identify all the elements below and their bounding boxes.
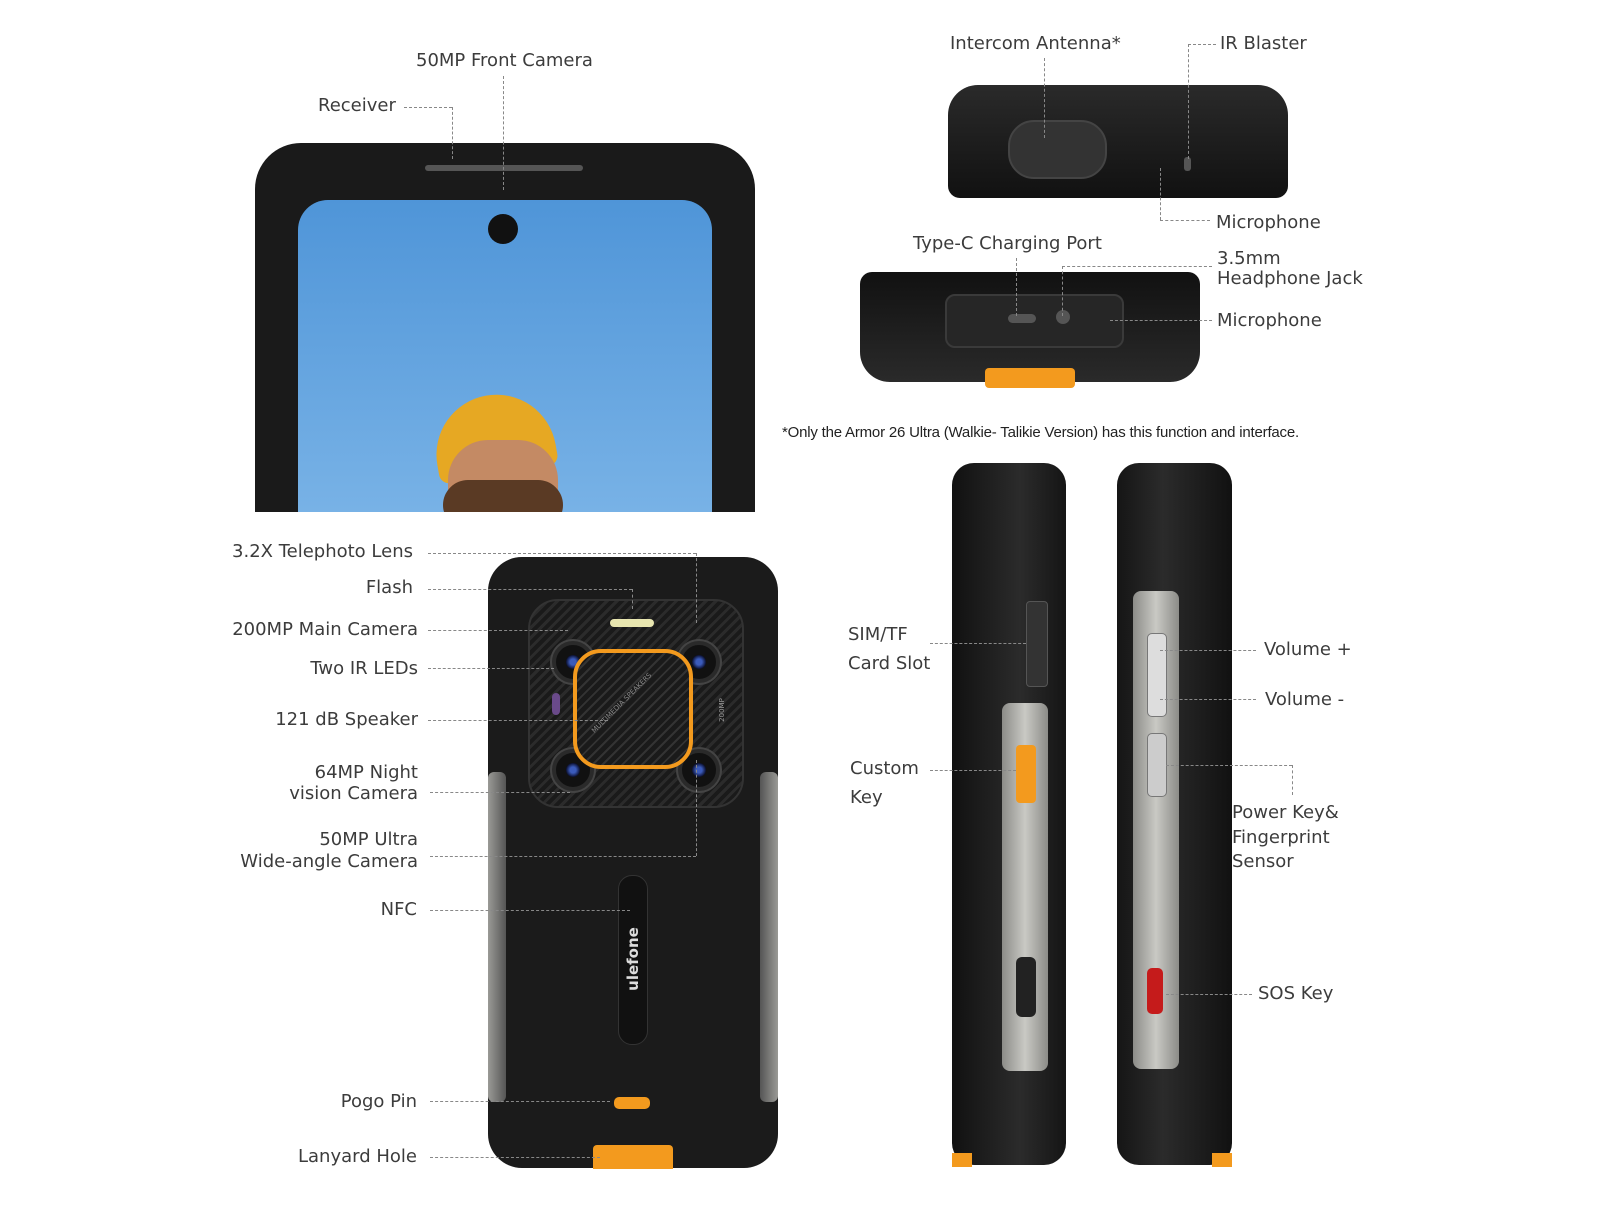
label-custom-2: Key (850, 787, 883, 808)
camera-badge: 200MP (717, 698, 726, 722)
sim-tray (1026, 601, 1048, 687)
label-type-c: Type-C Charging Port (913, 233, 1102, 254)
label-speaker: 121 dB Speaker (275, 709, 418, 730)
headphone-jack (1056, 310, 1070, 324)
label-ultra-wide-2: Wide-angle Camera (240, 851, 418, 872)
label-lanyard-hole: Lanyard Hole (297, 1146, 417, 1167)
lanyard-left (952, 1153, 972, 1167)
label-sim-2: Card Slot (848, 653, 931, 674)
label-ir-leds: Two IR LEDs (310, 658, 418, 679)
lanyard-hole (593, 1145, 673, 1169)
ir-leds (552, 693, 560, 715)
label-headphone-1: 3.5mm (1217, 248, 1281, 269)
flash (610, 619, 654, 627)
label-power-1: Power Key& (1232, 802, 1339, 823)
power-key (1147, 733, 1167, 797)
label-nfc: NFC (380, 899, 417, 920)
label-custom-1: Custom (850, 758, 919, 779)
sos-key (1147, 968, 1163, 1014)
label-intercom-antenna: Intercom Antenna* (950, 33, 1121, 54)
label-main-camera: 200MP Main Camera (232, 619, 418, 640)
custom-key (1016, 745, 1036, 803)
label-volume-down: Volume - (1265, 689, 1345, 710)
label-sim-1: SIM/TF (848, 624, 908, 645)
phone-side-left (952, 463, 1066, 1167)
label-volume-up: Volume + (1264, 639, 1352, 660)
side-bumper-left (488, 772, 506, 1102)
label-bottom-microphone: Microphone (1217, 310, 1322, 331)
side-pogo-pins (1016, 957, 1036, 1017)
label-receiver: Receiver (318, 95, 396, 116)
receiver-grille (425, 165, 583, 171)
label-night-camera-1: 64MP Night (314, 762, 418, 783)
label-power-2: Fingerprint (1232, 827, 1330, 848)
label-pogo-pin: Pogo Pin (340, 1091, 417, 1112)
side-bumper-right (760, 772, 778, 1102)
phone-back: MULTIMEDIA SPEAKERS 200MP ulefone (488, 557, 778, 1169)
phone-side-right (1117, 463, 1232, 1167)
label-power-3: Sensor (1232, 851, 1294, 872)
front-camera (488, 214, 518, 244)
intercom-antenna (1008, 120, 1107, 179)
person-beard (443, 480, 563, 512)
pogo-pin (614, 1097, 650, 1109)
phone-top-view (948, 85, 1288, 198)
logo-strip: ulefone (618, 875, 648, 1045)
brand-logo: ulefone (623, 927, 642, 991)
label-flash: Flash (365, 577, 413, 598)
ir-blaster (1184, 157, 1191, 171)
label-sos: SOS Key (1258, 983, 1334, 1004)
phone-front (255, 143, 755, 512)
volume-rocker (1147, 633, 1167, 717)
phone-bottom-view (860, 272, 1200, 388)
screen (298, 200, 712, 512)
footnote: *Only the Armor 26 Ultra (Walkie- Taliki… (782, 424, 1299, 441)
label-night-camera-2: vision Camera (289, 783, 418, 804)
label-ir-blaster: IR Blaster (1220, 33, 1307, 54)
speaker-text: MULTIMEDIA SPEAKERS (590, 671, 654, 735)
label-top-microphone: Microphone (1216, 212, 1321, 233)
camera-module: MULTIMEDIA SPEAKERS 200MP (528, 599, 744, 808)
lanyard-tab (985, 368, 1075, 388)
speaker: MULTIMEDIA SPEAKERS (573, 649, 693, 769)
label-telephoto: 3.2X Telephoto Lens (232, 541, 413, 562)
label-ultra-wide-1: 50MP Ultra (319, 829, 418, 850)
lanyard-right (1212, 1153, 1232, 1167)
type-c-port (1008, 314, 1036, 323)
label-front-camera: 50MP Front Camera (416, 50, 593, 71)
label-headphone-2: Headphone Jack (1217, 268, 1363, 289)
